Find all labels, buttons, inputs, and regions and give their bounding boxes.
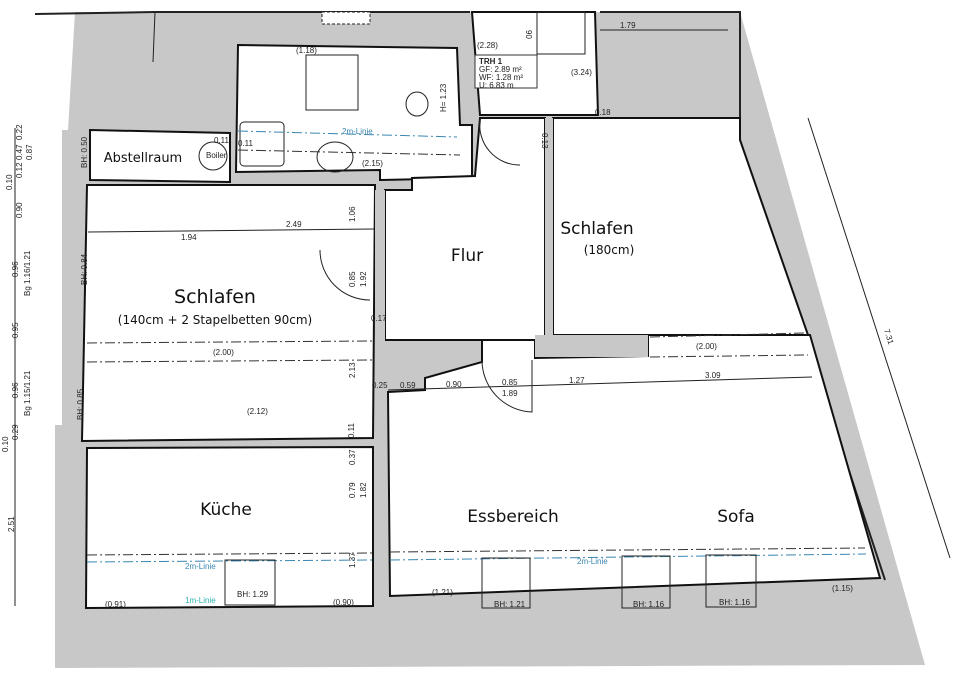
dim-label: 0.85 [502, 378, 518, 387]
trh-u: U: 6.83 m [479, 81, 514, 90]
dim-label: 0.25 [372, 381, 388, 390]
room-wohnen [386, 334, 882, 598]
dim-label: 0.59 [400, 381, 416, 390]
trh-info: TRH 1 GF: 2.89 m² WF: 1.28 m² U: 6.83 m [479, 57, 523, 90]
dim-label: H= 1.23 [439, 83, 448, 112]
room-flur [384, 117, 546, 341]
boiler-label: Boiler [206, 151, 227, 160]
dim-label: (0.90) [333, 598, 354, 607]
dim-label: 0.87 [25, 144, 34, 160]
dim-label: 1.37 [348, 552, 357, 568]
dim-label: 0.79 [348, 482, 357, 498]
dim-label: BH: 0.50 [80, 136, 89, 168]
dim-label: 0.11 [347, 422, 356, 438]
dim-label: 2.49 [286, 220, 302, 229]
dim-label: 0.47 [15, 144, 24, 160]
dim-label: (0.91) [105, 600, 126, 609]
dim-label: (1.15) [832, 584, 853, 593]
dim-label: (3.24) [571, 68, 592, 77]
room-labels: Abstellraum Schlafen (140cm + 2 Stapelbe… [104, 151, 755, 527]
dim-label: 0.29 [11, 424, 20, 440]
dim-label: 0.13 [540, 133, 549, 149]
dim-label: (2.12) [247, 407, 268, 416]
dim-label: (1.18) [296, 46, 317, 55]
trh-wf: WF: 1.28 m² [479, 73, 523, 82]
dim-label: 0.37 [348, 449, 357, 465]
label-flur: Flur [451, 246, 483, 266]
wall-segment [535, 335, 648, 357]
label-kueche: Küche [200, 500, 252, 520]
label-sofa: Sofa [717, 507, 755, 527]
trh-info-box [474, 54, 538, 89]
left-dimension-chain: 0.22 0.47 0.87 0.12 0.10 0.90 0.96 Bg 1.… [1, 124, 34, 532]
room-bad [234, 43, 473, 182]
dim-label: 1.82 [359, 482, 368, 498]
dim-label: 7.31 [882, 328, 896, 346]
label-schlafen-right-note: (180cm) [584, 243, 635, 257]
dim-label: BH: 0.84 [80, 253, 89, 285]
dim-label: 2.13 [348, 362, 357, 378]
wall-segment [545, 118, 553, 335]
dim-label: 1.94 [181, 233, 197, 242]
dim-label: 0.85 [348, 271, 357, 287]
dim-label: 1.27 [569, 376, 585, 385]
dim-label: (2.28) [477, 41, 498, 50]
label-essbereich: Essbereich [467, 507, 559, 527]
dim-label: 0.22 [15, 124, 24, 140]
wall-segment [375, 190, 385, 470]
dim-label: 2m-Linie [577, 557, 608, 566]
dim-label: 0.18 [595, 108, 611, 117]
dim-label: BH: 1.16 [719, 598, 751, 607]
room-schlafen-left [80, 184, 377, 443]
label-abstellraum: Abstellraum [104, 151, 182, 166]
dim-label: 2m-Linie [185, 562, 216, 571]
dim-label: (2.00) [213, 348, 234, 357]
fixtures [14, 11, 951, 609]
dim-label: 0.95 [11, 322, 20, 338]
dim-label: BH: 1.29 [237, 590, 269, 599]
dim-label: (2.15) [362, 159, 383, 168]
dim-label: 0.96 [11, 382, 20, 398]
dim-label: (2.00) [696, 342, 717, 351]
room-kueche [84, 445, 374, 610]
dim-label: 1.06 [348, 206, 357, 222]
dim-label: 1.92 [359, 271, 368, 287]
dim-label: 0.12 [15, 162, 24, 178]
label-schlafen-left-note: (140cm + 2 Stapelbetten 90cm) [118, 313, 312, 327]
dim-label: 0.90 [446, 380, 462, 389]
dim-label: 1.79 [620, 21, 636, 30]
dim-label: Bg 1.16/1.21 [23, 250, 32, 296]
trh-gf: GF: 2.89 m² [479, 65, 522, 74]
dim-label: 1.89 [502, 389, 518, 398]
dim-label: 2m-Linie [342, 127, 373, 136]
dim-label: 0.10 [5, 174, 14, 190]
dim-label: 3.09 [705, 371, 721, 380]
dim-label: Bg 1.15/1.21 [23, 370, 32, 416]
dim-label: 90 [524, 30, 533, 39]
dim-label: 0.11 [238, 139, 254, 148]
label-schlafen-right: Schlafen [560, 219, 633, 239]
dim-label: BH: 1.21 [494, 600, 526, 609]
dim-label: BH: 0.85 [76, 388, 85, 420]
dim-label: 0.17 [371, 314, 387, 323]
dim-label: BH: 1.16 [633, 600, 665, 609]
rooms [80, 11, 882, 610]
dim-label: 0.90 [15, 202, 24, 218]
dim-label: (1.21) [432, 588, 453, 597]
dim-label: 0.96 [11, 261, 20, 277]
dim-label: 1m-Linie [185, 596, 216, 605]
room-abstellraum [89, 128, 231, 184]
dim-label: 0.11 [214, 136, 230, 145]
trh-title: TRH 1 [479, 57, 503, 66]
dim-label: 0.10 [1, 436, 10, 452]
dimension-labels: 1.79 (2.28) (3.24) 0.18 (1.18) H= 1.23 2… [76, 21, 896, 609]
label-schlafen-left: Schlafen [174, 286, 256, 308]
dim-label: 2.51 [7, 516, 16, 532]
